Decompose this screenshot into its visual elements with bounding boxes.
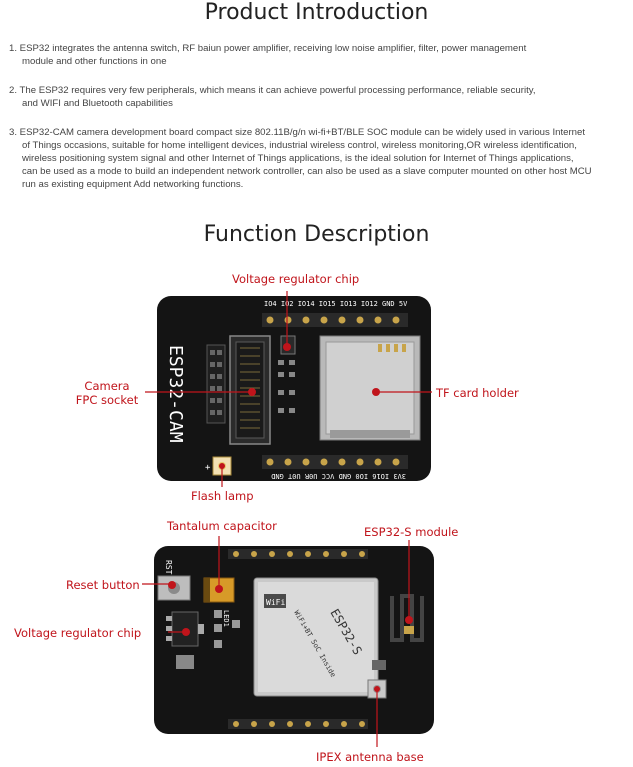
tantalum-capacitor-label: Tantalum capacitor bbox=[167, 519, 277, 533]
camera-label-line: Camera bbox=[84, 379, 130, 393]
intro-text: of Things occasions, suitable for home i… bbox=[22, 140, 577, 151]
board-brand-silk: ESP32-CAM bbox=[165, 345, 186, 443]
bottom-pin-silk: 3V3 IO16 IO0 GND VCC U0R U0T GND bbox=[271, 472, 406, 480]
intro-item-2: 2. The ESP32 requires very few periphera… bbox=[9, 84, 621, 110]
top-header-pins bbox=[262, 313, 408, 327]
tf-card-label: TF card holder bbox=[436, 386, 519, 400]
intro-text: and WIFI and Bluetooth capabilities bbox=[22, 98, 173, 109]
function-desc-title: Function Description bbox=[203, 222, 430, 247]
camera-label-line: FPC socket bbox=[75, 393, 139, 407]
svg-text:LED1: LED1 bbox=[222, 610, 230, 627]
esp32-s-module-label: ESP32-S module bbox=[364, 525, 459, 539]
voltage-regulator-label-2: Voltage regulator chip bbox=[14, 626, 142, 640]
svg-text:WiFi: WiFi bbox=[266, 598, 285, 607]
intro-text: 1. ESP32 integrates the antenna switch, … bbox=[9, 43, 527, 54]
reset-button-label: Reset button bbox=[66, 578, 140, 592]
top-pin-silk: IO4 IO2 IO14 IO15 IO13 IO12 GND 5V bbox=[264, 300, 408, 308]
board-1-callouts bbox=[145, 291, 432, 487]
intro-text: run as existing equipment Add networking… bbox=[22, 179, 244, 190]
intro-text: can be used as a mode to build an indepe… bbox=[22, 166, 592, 177]
intro-text: 2. The ESP32 requires very few periphera… bbox=[9, 85, 536, 96]
flash-lamp-label: Flash lamp bbox=[191, 489, 254, 503]
intro-item-3: 3. ESP32-CAM camera development board co… bbox=[9, 126, 621, 191]
intro-text: module and other functions in one bbox=[22, 56, 167, 67]
pcb-antenna-trace bbox=[390, 594, 424, 642]
product-intro-title: Product Introduction bbox=[204, 0, 429, 25]
camera-fpc-label: Camera FPC socket bbox=[74, 379, 140, 407]
board-2-callouts bbox=[142, 536, 413, 747]
rst-silk: RST bbox=[164, 560, 173, 575]
intro-text: 3. ESP32-CAM camera development board co… bbox=[9, 127, 586, 138]
intro-item-1: 1. ESP32 integrates the antenna switch, … bbox=[9, 42, 621, 68]
intro-text: wireless positioning system signal and o… bbox=[22, 153, 574, 164]
voltage-regulator-label-1: Voltage regulator chip bbox=[232, 272, 360, 286]
svg-text:+: + bbox=[205, 463, 211, 473]
ipex-antenna-label: IPEX antenna base bbox=[316, 750, 424, 764]
